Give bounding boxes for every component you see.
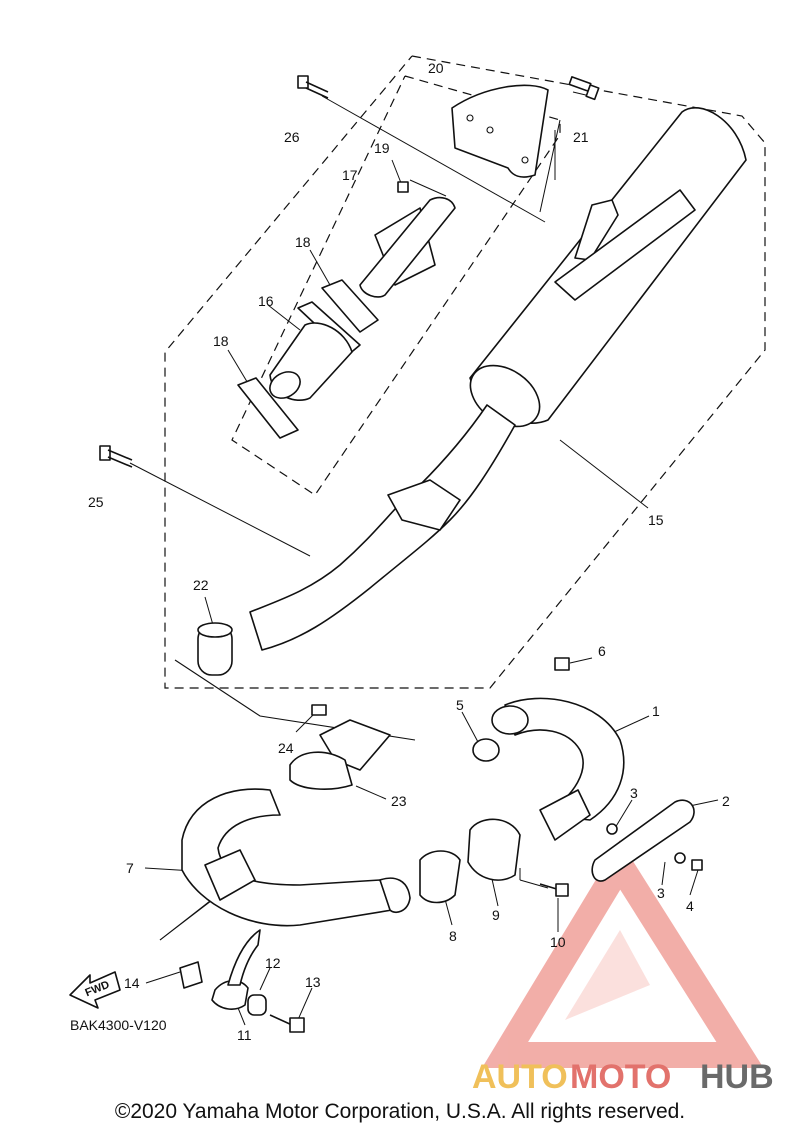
copyright-text: ©2020 Yamaha Motor Corporation, U.S.A. A… (114, 1100, 686, 1123)
bracket-2 (591, 799, 695, 882)
silencer-core-16 (269, 301, 361, 401)
callout-16: 16 (258, 293, 274, 309)
callout-12: 12 (265, 955, 281, 971)
inner-pipe-17 (359, 196, 456, 298)
callout-26: 26 (284, 129, 300, 145)
clamp-23 (289, 719, 391, 790)
bolt-19 (397, 181, 409, 193)
callout-21: 21 (573, 129, 589, 145)
callout-13: 13 (305, 974, 321, 990)
watermark-text: AUTO MOTO HUB (472, 1058, 774, 1096)
callout-11: 11 (237, 1027, 252, 1043)
fwd-arrow-icon: FWD (69, 971, 121, 1009)
watermark-logo (481, 840, 764, 1068)
bolt-25 (99, 445, 133, 468)
callout-3a: 3 (630, 785, 638, 801)
callout-25: 25 (88, 494, 104, 510)
callout-4: 4 (686, 898, 694, 914)
assembly-boundary-15 (164, 55, 766, 689)
bolt-13 (269, 1014, 305, 1033)
leader-lines (129, 91, 719, 1026)
gasket-18-upper (321, 279, 379, 333)
clamp-9 (467, 818, 521, 881)
collar-12 (247, 994, 267, 1016)
callout-7: 7 (126, 860, 134, 876)
callout-18a: 18 (295, 234, 311, 250)
muffler-pipe-15 (249, 404, 516, 651)
assembly-boundary-internals (231, 75, 561, 496)
exhaust-pipe-1 (504, 697, 625, 821)
callout-6: 6 (598, 643, 606, 659)
callout-19: 19 (374, 140, 390, 156)
callout-17: 17 (342, 167, 358, 183)
washer-3b (674, 852, 686, 864)
washer-3a (606, 823, 618, 835)
gasket-5 (472, 738, 500, 762)
callout-23: 23 (391, 793, 407, 809)
callout-10: 10 (550, 934, 566, 950)
watermark-auto: AUTO (472, 1058, 568, 1096)
bolt-10 (539, 883, 569, 897)
exhaust-pipe-7 (181, 788, 393, 927)
callout-24: 24 (278, 740, 294, 756)
bolt-26 (297, 75, 329, 99)
callout-3b: 3 (657, 885, 665, 901)
callout-5: 5 (456, 697, 464, 713)
callout-labels: 1 2 3 3 4 5 6 7 8 9 10 11 12 13 14 15 16… (88, 60, 730, 1043)
sleeve-8 (419, 850, 461, 904)
gasket-18-lower (237, 377, 299, 439)
callout-15: 15 (648, 512, 664, 528)
bolt-24 (311, 704, 327, 716)
callout-2: 2 (722, 793, 730, 809)
callout-20: 20 (428, 60, 444, 76)
end-cap-20 (451, 84, 549, 178)
callout-18b: 18 (213, 333, 229, 349)
collar-14 (179, 961, 203, 989)
bracket-11 (211, 979, 249, 1010)
watermark-moto: MOTO (570, 1058, 671, 1096)
bolt-21 (568, 76, 600, 101)
diagram-code: BAK4300-V120 (70, 1017, 167, 1033)
nut-6 (554, 657, 570, 671)
callout-14: 14 (124, 975, 140, 991)
watermark-hub: HUB (700, 1058, 774, 1096)
callout-22: 22 (193, 577, 209, 593)
bolt-4 (691, 859, 703, 871)
callout-9: 9 (492, 907, 500, 923)
callout-1: 1 (652, 703, 660, 719)
sleeve-22 (197, 622, 233, 676)
callout-8: 8 (449, 928, 457, 944)
